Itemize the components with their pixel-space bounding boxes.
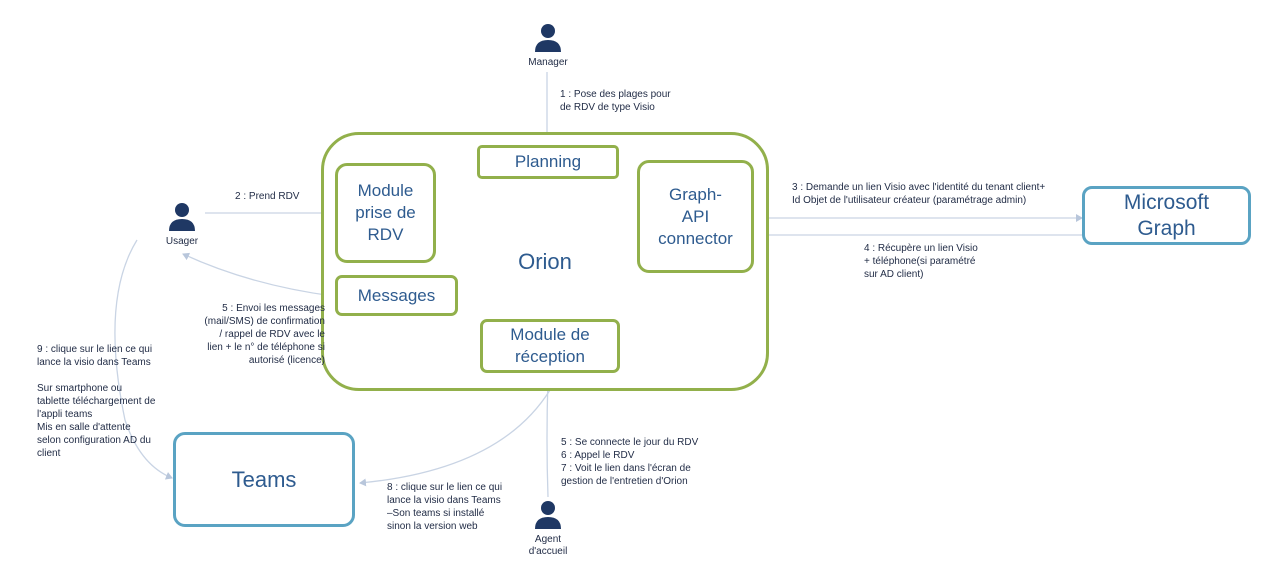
usager-label: Usager [165, 236, 199, 247]
person-icon [169, 203, 195, 231]
graph-api-connector-label: Graph- API connector [658, 184, 733, 248]
messages-box: Messages [335, 275, 458, 316]
step8-note: 8 : clique sur le lien ce qui lance la v… [387, 482, 503, 532]
step5-7-note: 5 : Se connecte le jour du RDV 6 : Appel… [561, 437, 699, 487]
agent-label: Agent d'accueil [528, 534, 568, 557]
arrow-usager-teams [114, 239, 173, 480]
step2-note: 2 : Prend RDV [235, 191, 300, 202]
planning-box: Planning [477, 145, 619, 179]
arrow-reception-teams [359, 389, 551, 487]
step4-note: 4 : Récupère un lien Visio + téléphone(s… [864, 243, 978, 280]
teams-box: Teams [173, 432, 355, 527]
module-reception-box: Module de réception [480, 319, 620, 373]
graph-api-connector-box: Graph- API connector [637, 160, 754, 273]
manager-actor: Manager [508, 22, 588, 69]
person-icon [535, 24, 561, 52]
step5-messages-note: 5 : Envoi les messages (mail/SMS) de con… [204, 303, 325, 366]
usager-actor: Usager [142, 201, 222, 248]
step9-note: 9 : clique sur le lien ce qui lance la v… [37, 344, 156, 459]
module-reception-label: Module de réception [510, 325, 590, 366]
person-icon [535, 501, 561, 529]
module-prise-rdv-box: Module prise de RDV [335, 163, 436, 263]
agent-actor: Agent d'accueil [508, 499, 588, 558]
microsoft-graph-label: Microsoft Graph [1123, 190, 1210, 240]
step3-note: 3 : Demande un lien Visio avec l'identit… [792, 182, 1046, 206]
arrow-messages-usager [182, 252, 334, 297]
microsoft-graph-box: Microsoft Graph [1082, 186, 1251, 245]
manager-label: Manager [528, 57, 568, 68]
orion-label: Orion [518, 248, 572, 274]
step1-note: 1 : Pose des plages pour de RDV de type … [560, 89, 671, 113]
module-prise-rdv-label: Module prise de RDV [355, 181, 416, 244]
arrow-agent-reception [543, 377, 552, 498]
planning-label: Planning [514, 152, 582, 171]
teams-label: Teams [231, 466, 297, 492]
messages-label: Messages [357, 285, 436, 305]
